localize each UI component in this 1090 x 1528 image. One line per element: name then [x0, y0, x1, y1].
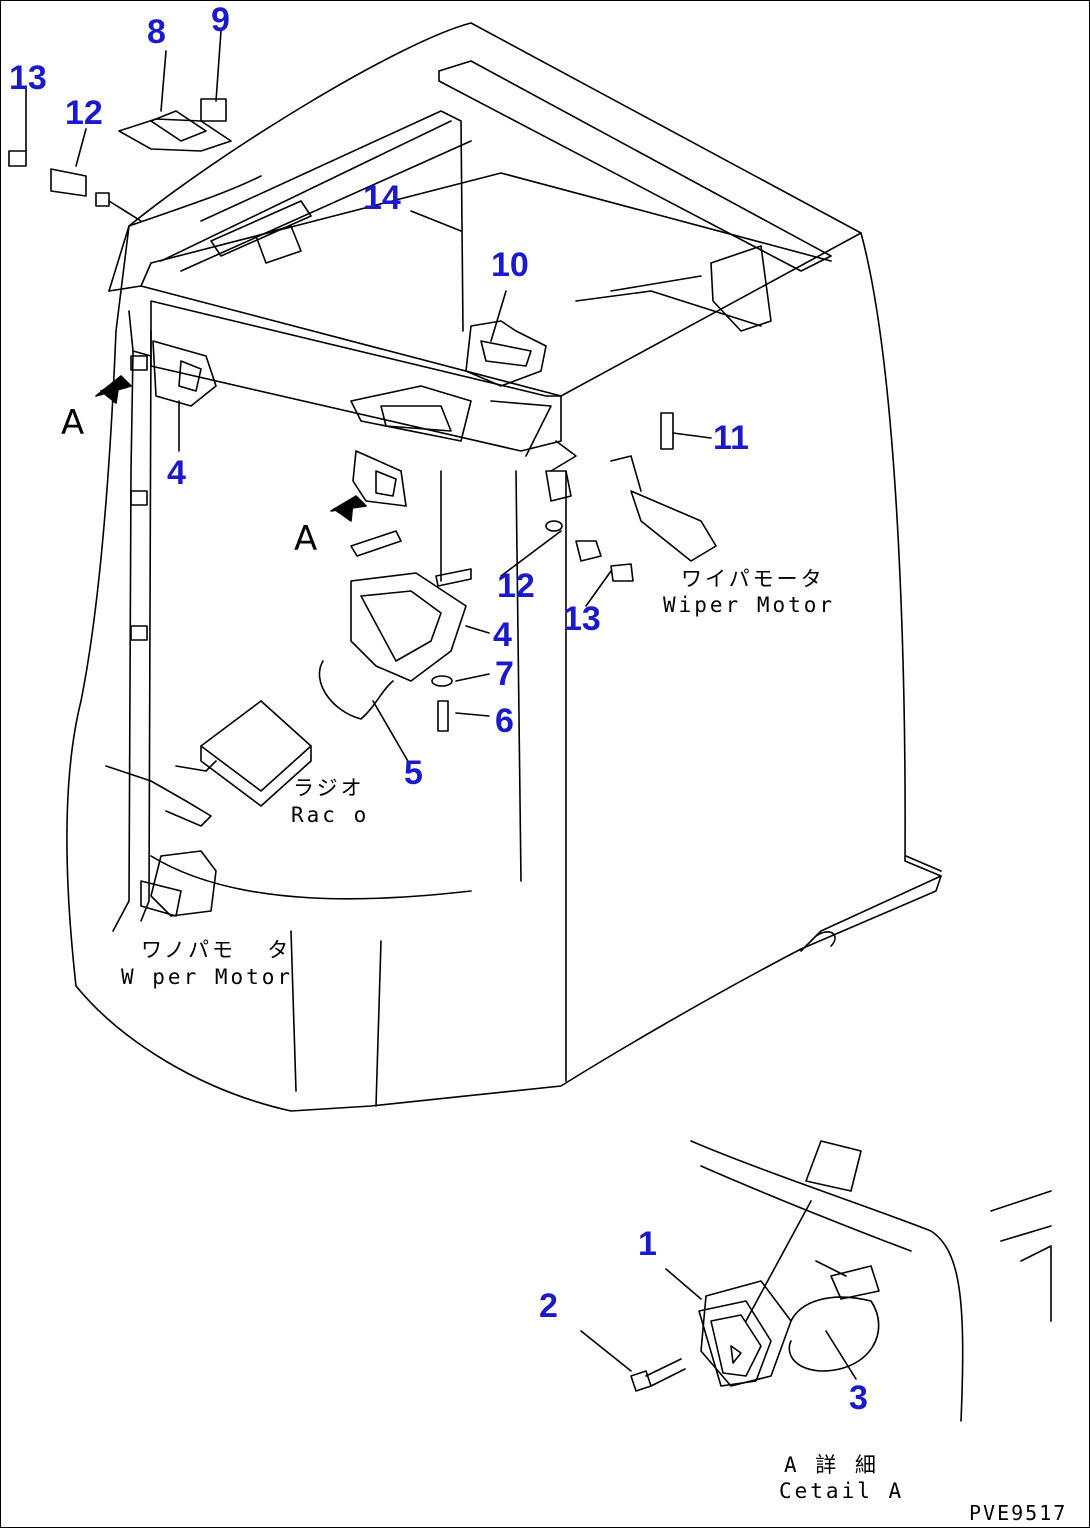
view-a-label-left: A	[61, 403, 85, 443]
callout-12-center: 12	[497, 567, 535, 605]
callout-13-top-left: 13	[9, 59, 47, 97]
cab-outline	[66, 22, 942, 1112]
detail-a-en: Cetail A	[779, 1479, 905, 1503]
callout-2: 2	[539, 1287, 558, 1325]
wiper-motor-bottom-en: W per Motor	[121, 965, 294, 989]
view-a-label-mid: A	[294, 519, 318, 559]
drawing-code: PVE9517	[969, 1501, 1068, 1525]
callout-10: 10	[491, 246, 529, 284]
callout-3: 3	[849, 1379, 868, 1417]
callout-4-left: 4	[167, 454, 186, 492]
callout-1: 1	[638, 1225, 657, 1263]
callout-6: 6	[495, 702, 514, 740]
callout-13-center: 13	[563, 600, 601, 638]
callout-7: 7	[495, 655, 514, 693]
callout-11: 11	[713, 419, 749, 457]
wiper-motor-top-en: Wiper Motor	[663, 593, 836, 617]
wiper-motor-bottom-jp: ワノパモ タ	[141, 938, 292, 962]
detail-a-drawing	[690, 1140, 964, 1422]
detail-a-jp: A 詳 細	[784, 1453, 879, 1477]
callout-9: 9	[211, 1, 230, 39]
radio-label-jp: ラジオ	[293, 776, 365, 800]
radio-label-en: Rac o	[291, 803, 370, 827]
callout-14: 14	[363, 179, 401, 217]
wiper-motor-top-jp: ワイパモータ	[681, 567, 825, 591]
callout-8: 8	[147, 13, 166, 51]
callout-4-center: 4	[493, 616, 512, 654]
callout-5: 5	[404, 754, 423, 792]
callout-12-top-left: 12	[65, 94, 103, 132]
